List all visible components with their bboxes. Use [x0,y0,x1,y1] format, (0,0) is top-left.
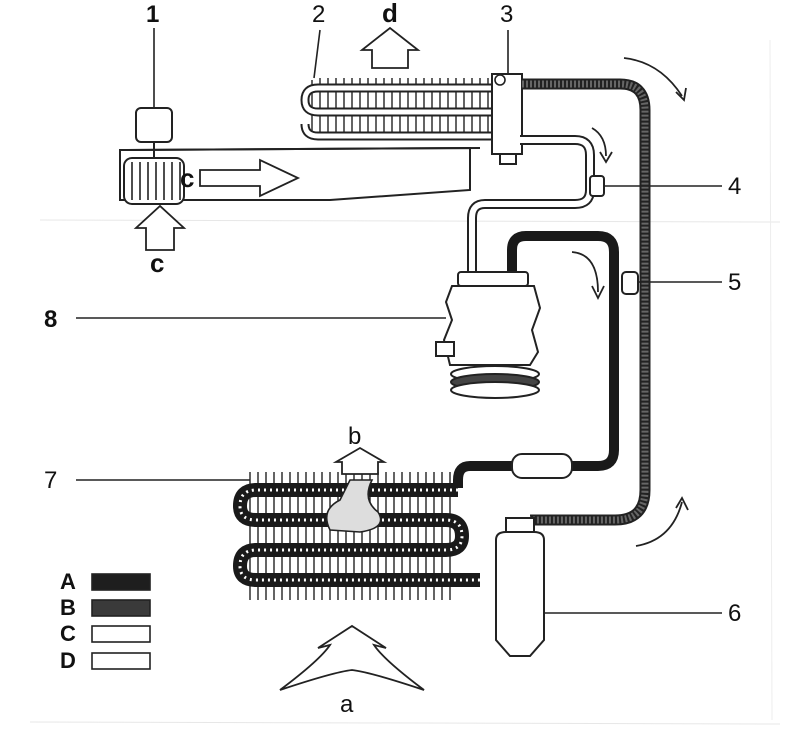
label-2: 2 [312,1,325,28]
air-duct [119,146,481,201]
label-3: 3 [500,1,513,28]
flow-label-c-inner: c [180,163,194,193]
legend-letter-c: C [60,621,76,646]
label-6: 6 [728,600,741,627]
air-in-arrow-c [199,158,301,198]
discharge-line [453,231,619,488]
muffler [511,453,573,479]
condenser-coil [232,472,480,600]
air-in-arrow-a [279,624,425,691]
blower-fan [123,157,185,205]
legend-swatch-a [91,573,151,591]
air-out-arrow-b [332,446,388,475]
flow-arrow-discharge-head [591,285,605,301]
flow-label-b: b [348,423,361,450]
flow-arrow-bottom-right [635,501,683,547]
label-5: 5 [728,269,741,296]
legend-letter-a: A [60,569,76,594]
legend-letter-b: B [60,595,76,620]
flow-label-d: d [382,0,398,28]
legend-swatch-d [91,652,151,670]
evaporator-coil [300,78,510,141]
liquid-line [522,78,651,526]
flow-arrow-bottom-right-head [675,496,689,511]
flow-arrow-discharge [571,251,599,293]
air-in-arrow-c-bottom [133,204,187,251]
compressor [435,271,542,399]
label-4: 4 [728,173,741,200]
flow-arrow-suction-head [599,151,613,164]
legend-swatch-b [91,599,151,617]
flow-label-a: a [340,691,354,718]
legend: A B C D [60,569,151,673]
suction-line [467,135,595,272]
flow-arrow-top-right [623,57,683,97]
service-valve-low [589,175,605,197]
label-1: 1 [146,1,159,28]
air-out-arrow-d [359,26,421,69]
leader-2 [313,29,321,79]
legend-letter-d: D [60,648,76,673]
flow-arrow-suction [591,127,607,157]
receiver-drier [495,517,545,657]
expansion-valve [491,73,523,165]
flow-arrow-top-right-head [675,87,687,102]
flow-label-c-bottom: c [150,248,164,278]
label-8: 8 [44,306,57,333]
service-valve-high [621,271,639,295]
blower-motor [135,107,173,158]
legend-swatch-c [91,625,151,643]
label-7: 7 [44,467,57,494]
